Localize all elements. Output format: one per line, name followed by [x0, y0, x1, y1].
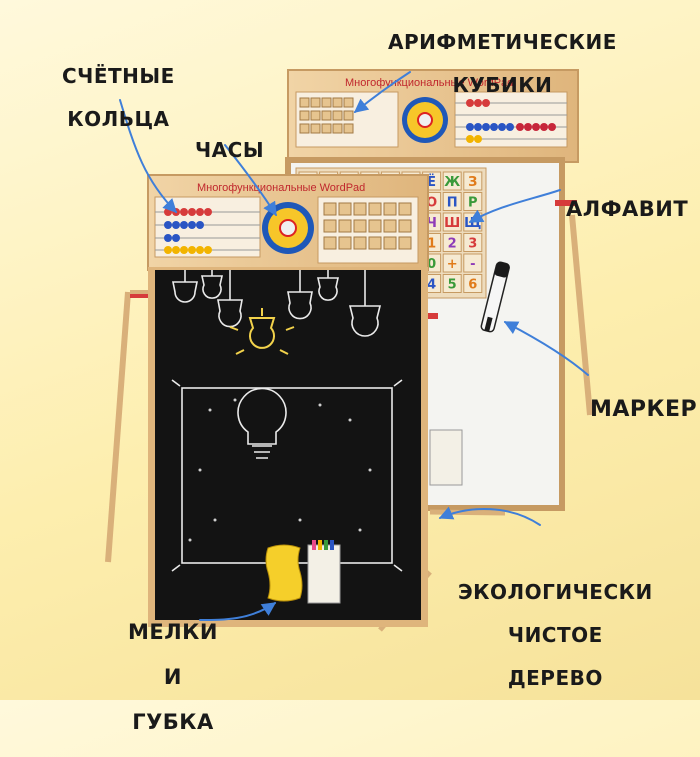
callout-eco-wood-line-3: ДЕРЕВО: [507, 665, 603, 690]
callout-alphabet: АЛФАВИТ: [566, 175, 688, 243]
front-easel: Многофункциональные WordPad: [105, 174, 506, 632]
alphabet-letter: 1: [427, 237, 436, 252]
back-chalk-box: [429, 429, 463, 486]
alphabet-tile: [442, 212, 462, 232]
alphabet-letter: 6: [468, 278, 477, 293]
eco-arrow: [438, 506, 541, 526]
alphabet-tile: [442, 233, 462, 252]
callout-arithmetic-cubes-line-1: АРИФМЕТИЧЕСКИЕ: [388, 29, 617, 54]
alphabet-letter: О: [426, 196, 437, 211]
callout-clock: ЧАСЫ: [195, 118, 264, 183]
alphabet-tile: [463, 274, 483, 293]
callout-eco-wood-line-1: ЭКОЛОГИЧЕСКИ: [458, 579, 653, 604]
callout-arithmetic-cubes-line-2: КУБИКИ: [452, 72, 553, 97]
arithmetic-cubes: [299, 97, 354, 134]
front-board-title: Многофункциональные WordPad: [197, 182, 365, 194]
alphabet-letter: Ё: [427, 174, 436, 190]
alphabet-letter: +: [447, 257, 458, 272]
callout-chalk-sponge-line-2: И: [163, 665, 182, 690]
alphabet-letter: 4: [427, 278, 436, 293]
alphabet-letter: З: [468, 175, 477, 190]
alphabet-letter: Ш: [444, 216, 460, 231]
cubes-arrow: [353, 71, 411, 113]
alphabet-letter: 0: [427, 257, 436, 272]
callout-counting-rings-line-2: КОЛЬЦА: [67, 106, 170, 131]
callout-chalk-sponge-line-3: ГУБКА: [132, 710, 214, 735]
callout-eco-wood: ЭКОЛОГИЧЕСКИ ЧИСТОЕ ДЕРЕВО: [458, 560, 653, 711]
yellow-bulb: [229, 308, 295, 355]
callout-marker: МАРКЕР: [590, 374, 697, 445]
chalk-box: [307, 544, 341, 604]
marker: [480, 261, 510, 333]
alphabet-letter: П: [447, 196, 458, 211]
alphabet-letter: Ж: [444, 175, 460, 190]
front-cubes: [323, 202, 412, 250]
clock-arrow: [224, 144, 277, 217]
alphabet-tile: [463, 171, 483, 191]
alphabet-tile: [442, 171, 462, 191]
product-photo: Многофункциональные WordPad: [105, 69, 593, 632]
back-board-title: Многофункциональные WordPad: [345, 77, 513, 89]
alphabet-tile: [442, 192, 462, 211]
back-clock: [402, 97, 448, 143]
callout-counting-rings: СЧЁТНЫЕ КОЛЬЦА: [62, 44, 175, 152]
callout-arithmetic-cubes: АРИФМЕТИЧЕСКИЕ КУБИКИ: [388, 10, 617, 118]
callout-clock-line-1: ЧАСЫ: [195, 137, 265, 162]
sponge: [265, 544, 303, 602]
alphabet-letter: Ч: [426, 216, 437, 231]
rings-arrow: [119, 99, 177, 214]
callout-arrows: [119, 71, 589, 621]
back-counting-rings: [455, 99, 567, 143]
chalk-stars: [188, 398, 372, 542]
alphabet-letter: 3: [468, 237, 477, 252]
callout-chalk-sponge: МЕЛКИ И ГУБКА: [128, 598, 218, 757]
alphabet-tile: [463, 233, 483, 252]
chalk-sticks: [312, 540, 334, 550]
alphabet-tile: [442, 274, 462, 293]
callout-counting-rings-line-1: СЧЁТНЫЕ: [62, 63, 175, 88]
clock: [262, 202, 314, 254]
alphabet-arrow: [468, 189, 561, 223]
callout-alphabet-line-1: АЛФАВИТ: [566, 196, 689, 221]
alphabet-letter: -: [470, 257, 475, 272]
callout-eco-wood-line-2: ЧИСТОЕ: [507, 622, 603, 647]
alphabet-letter: 2: [448, 237, 457, 252]
chalk-arrow: [199, 602, 277, 621]
alphabet-letter: Р: [468, 196, 478, 211]
alphabet-tile: [442, 253, 462, 273]
callout-marker-line-1: МАРКЕР: [590, 396, 698, 422]
alphabet-tile: [463, 253, 483, 273]
alphabet-letter: 5: [448, 278, 457, 293]
callout-chalk-sponge-line-1: МЕЛКИ: [128, 619, 218, 644]
marker-arrow: [503, 321, 589, 376]
